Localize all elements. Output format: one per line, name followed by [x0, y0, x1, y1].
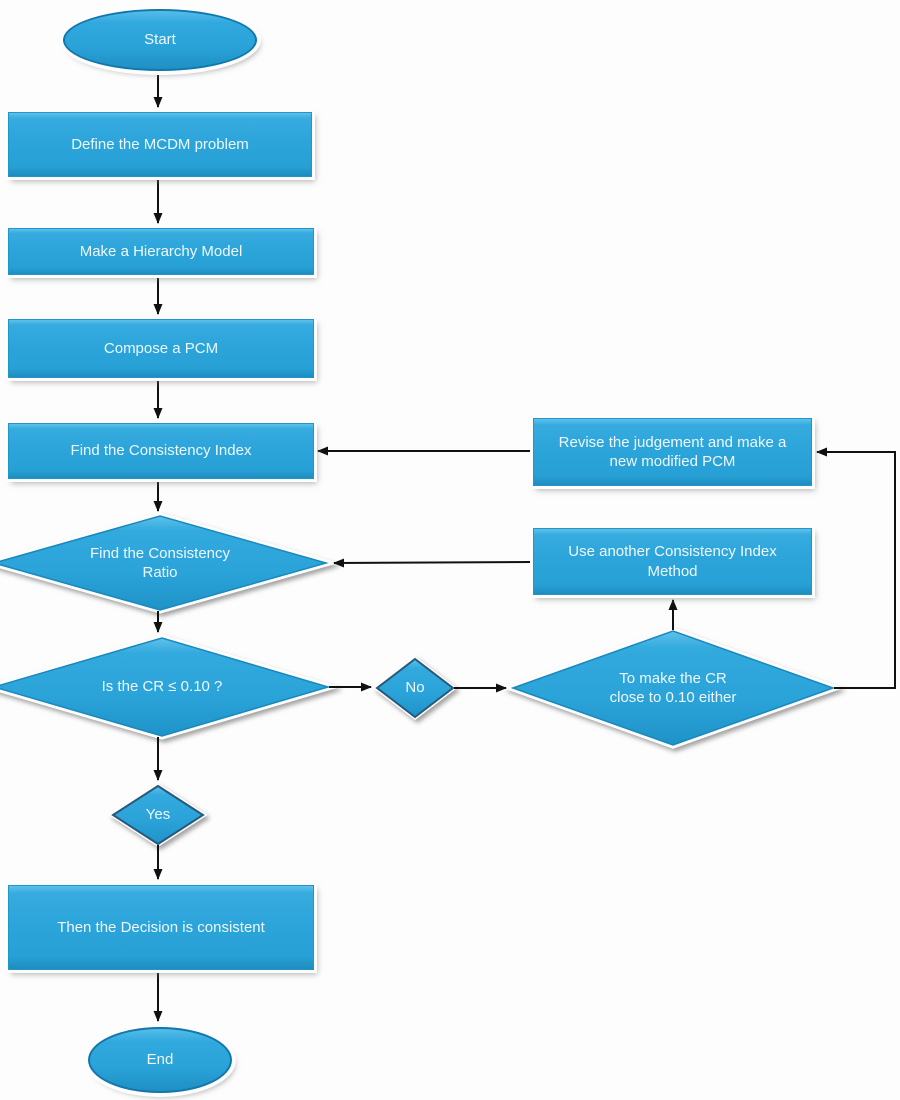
node-revise-judgement-label-line2: new modified PCM — [609, 453, 736, 470]
node-define-problem: Define the MCDM problem — [8, 112, 312, 177]
node-hierarchy-model-label: Make a Hierarchy Model — [79, 242, 243, 260]
node-end-label: End — [146, 1051, 174, 1069]
decision-to-make-shape — [502, 627, 844, 749]
node-start: Start — [63, 9, 257, 71]
node-define-problem-label: Define the MCDM problem — [71, 135, 249, 153]
arrow-tomake-to-revise — [816, 447, 896, 689]
node-compose-pcm-label: Compose a PCM — [103, 339, 219, 357]
node-hierarchy-model: Make a Hierarchy Model — [8, 228, 314, 275]
decision-find-cr-shape — [0, 512, 339, 614]
node-consistency-index-label: Find the Consistency Index — [70, 442, 252, 460]
node-use-another-method: Use another Consistency Index Method — [533, 528, 812, 595]
decision-yes-shape — [108, 783, 208, 847]
node-use-another-method-label-line2: Method — [647, 562, 698, 580]
node-compose-pcm: Compose a PCM — [8, 319, 314, 378]
decision-no-shape — [372, 655, 458, 721]
node-consistency-index: Find the Consistency Index — [8, 423, 314, 479]
node-end: End — [88, 1027, 232, 1093]
decision-cr-check-shape — [0, 634, 341, 740]
node-decision-consistent: Then the Decision is consistent — [8, 885, 314, 970]
node-revise-judgement: Revise the judgement and make a new modi… — [533, 418, 812, 486]
node-decision-consistent-label: Then the Decision is consistent — [57, 918, 265, 936]
arrow-useanother-to-cr — [333, 558, 533, 568]
node-revise-judgement-label-line1: Revise the judgement and make a — [558, 433, 787, 451]
node-use-another-method-label-line1: Use another Consistency Index — [568, 543, 777, 560]
node-start-label: Start — [144, 31, 176, 49]
